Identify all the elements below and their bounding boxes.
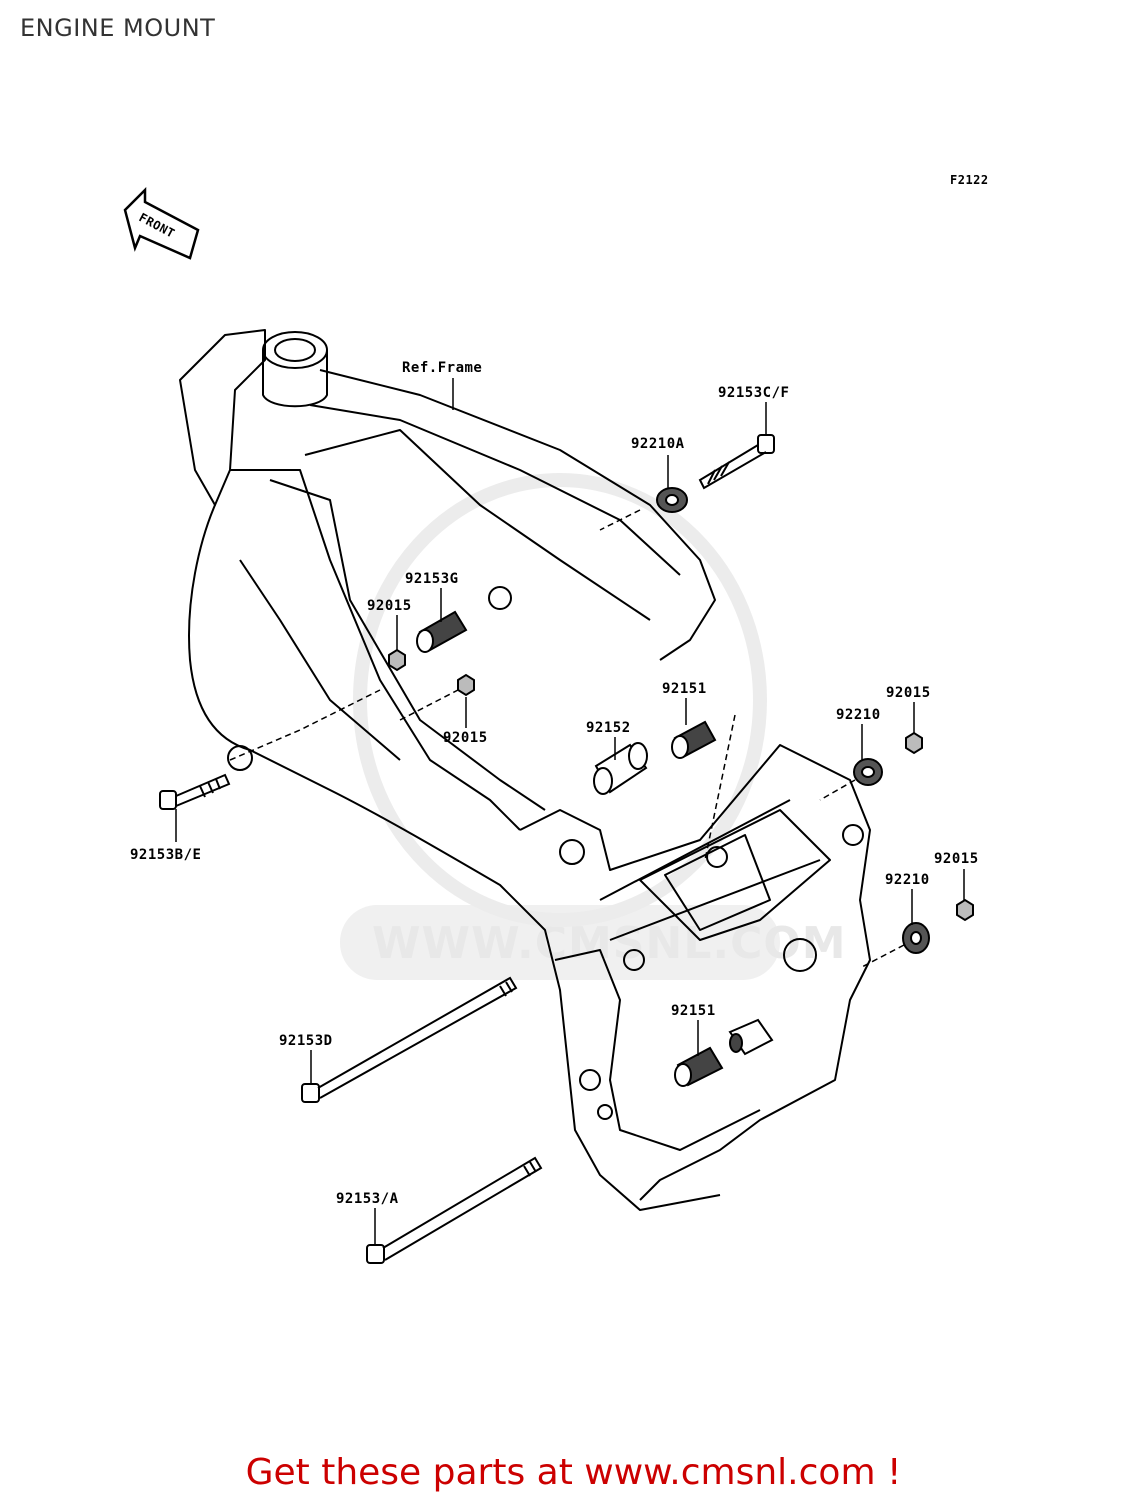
callout-92015-a: 92015	[367, 598, 412, 614]
part-92152-spacer-icon	[593, 742, 648, 795]
callout-92210-a: 92210	[836, 707, 881, 723]
callout-92153d: 92153D	[279, 1033, 333, 1049]
part-92015-nut-b-icon	[457, 673, 475, 697]
part-92153be-bolt-icon	[159, 773, 231, 810]
frame-body	[179, 329, 871, 1211]
part-92151-collar-a-icon	[671, 720, 717, 759]
callout-92153cf: 92153C/F	[718, 385, 789, 401]
callout-92015-b: 92015	[443, 730, 488, 746]
part-92151-collar-b-icon	[674, 1018, 774, 1087]
front-arrow-icon: FRONT	[123, 186, 200, 260]
callout-92151-a: 92151	[662, 681, 707, 697]
callout-92210-b: 92210	[885, 872, 930, 888]
part-92153g-bolt-icon	[416, 610, 468, 653]
callout-ref-frame: Ref.Frame	[402, 360, 482, 376]
page-title: ENGINE MOUNT	[20, 14, 216, 42]
part-92210-collar-b-icon	[902, 922, 930, 954]
figure-code: F2122	[950, 173, 989, 187]
part-92015-nut-c-icon	[905, 731, 923, 755]
cta-link[interactable]: Get these parts at www.cmsnl.com !	[245, 1452, 902, 1493]
part-92015-nut-a-icon	[388, 648, 406, 672]
watermark-plate	[340, 905, 780, 980]
part-92153cf-bolt-icon	[698, 434, 775, 490]
part-92015-nut-d-icon	[956, 898, 974, 922]
part-92153a-bolt-icon	[366, 1156, 543, 1264]
callout-92015-c: 92015	[886, 685, 931, 701]
watermark-text: WWW.CMSNL.COM	[372, 918, 847, 969]
watermark: WWW.CMSNL.COM	[340, 473, 847, 980]
callout-92153a: 92153/A	[336, 1191, 399, 1207]
leader-lines	[175, 378, 965, 1245]
part-92153d-bolt-icon	[301, 976, 518, 1103]
callout-92152: 92152	[586, 720, 631, 736]
part-92210-collar-a-icon	[853, 758, 883, 786]
callout-92151-b: 92151	[671, 1003, 716, 1019]
part-92210a-collar-icon	[656, 487, 688, 513]
callout-92153g: 92153G	[405, 571, 459, 587]
callout-92210a: 92210A	[631, 436, 685, 452]
callout-92015-d: 92015	[934, 851, 979, 867]
callout-92153be: 92153B/E	[130, 847, 201, 863]
